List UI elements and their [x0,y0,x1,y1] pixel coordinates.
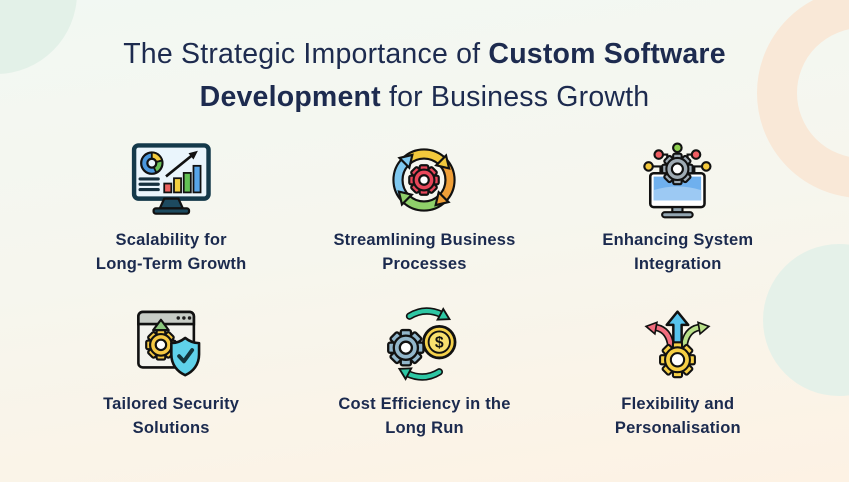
cost-efficiency-icon: $ [378,303,471,383]
process-cycle-icon [385,139,463,219]
system-integration-icon [635,139,720,219]
secure-browser-icon [128,303,215,383]
analytics-monitor-icon [127,139,216,219]
flexible-gear-icon [636,303,719,383]
page-title: The Strategic Importance of Custom Softw… [0,0,849,119]
svg-text:$: $ [435,335,444,352]
title-line-2: Development for Business Growth [199,81,650,113]
title-line-1: The Strategic Importance of Custom Softw… [123,38,726,70]
